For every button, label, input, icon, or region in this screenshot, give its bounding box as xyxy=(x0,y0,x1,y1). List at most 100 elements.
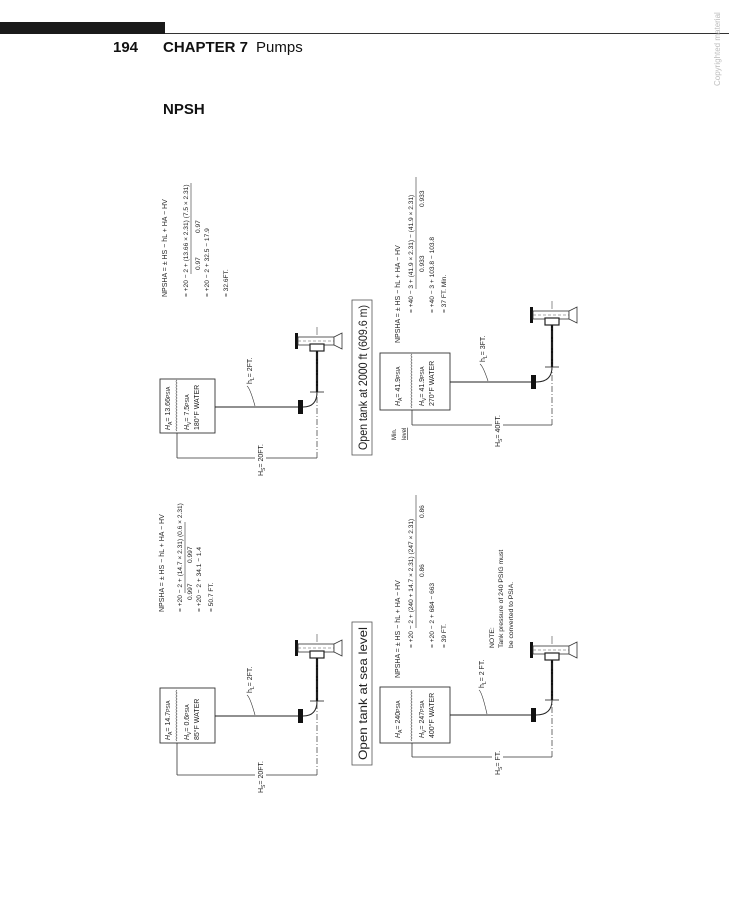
denominator: 0.97 xyxy=(195,220,202,233)
liquid-temperature-label: 270°F WATER xyxy=(428,361,436,406)
friction-loss-label: hL= 2 FT. xyxy=(479,660,488,688)
npsha-result: = 37 FT. Min. xyxy=(441,275,448,313)
subscript: A xyxy=(168,421,174,425)
pump-icon xyxy=(530,301,578,326)
running-header: 194 CHAPTER 7 Pumps xyxy=(113,39,303,56)
tank xyxy=(159,687,216,744)
vapor-pressure-label: HV= 41.9PSIA xyxy=(419,366,428,406)
liquid-temperature-label: 400°F WATER xyxy=(428,693,436,738)
npsha-formula: NPSHA = ± HS − hL + HA − HV xyxy=(395,245,402,343)
suction-head-label: HS= 40FT. xyxy=(495,415,504,447)
tank-pressure-label: HA= 240PSIA xyxy=(395,700,404,738)
subscript: S xyxy=(261,467,267,471)
symbol: h xyxy=(480,358,487,362)
note-text: be converted to PSIA. xyxy=(508,582,515,648)
unit: PSIA xyxy=(396,700,402,712)
subscript: S xyxy=(498,766,504,770)
npsha-substitution: = +20 − 2 + (240 + 14.7 × 2.31) (247 × 2… xyxy=(408,519,415,648)
suction-head-label: HS= 20FT. xyxy=(258,444,267,476)
symbol: H xyxy=(495,442,502,447)
elbow xyxy=(302,700,318,717)
symbol: h xyxy=(479,684,486,688)
pump-icon xyxy=(530,636,578,661)
unit: PSIA xyxy=(185,394,191,406)
liquid-surface xyxy=(410,353,413,409)
friction-loss-label: hL= 2FT. xyxy=(247,667,256,693)
liquid-surface xyxy=(175,689,178,742)
vapor-pressure-label: HV= 247PSIA xyxy=(419,700,428,738)
unit: PSIA xyxy=(166,386,172,398)
flange xyxy=(298,709,303,723)
tank xyxy=(159,378,216,434)
leader-arrow xyxy=(246,694,256,716)
symbol: H xyxy=(419,400,426,406)
denominator: 0.933 xyxy=(419,255,426,272)
subscript: S xyxy=(498,438,504,442)
npsha-formula: NPSHA = ± HS − hL + HA − HV xyxy=(162,199,169,297)
npsha-substitution: = +20 − 2 + (13.66 × 2.31) (7.5 × 2.31) xyxy=(183,184,190,297)
npsha-step: = +20 − 2 + 32.5 − 17.9 xyxy=(204,228,211,297)
min-level-label: level xyxy=(402,428,408,440)
diagram-title: Open tank at sea level xyxy=(356,627,370,760)
subscript: L xyxy=(483,355,489,358)
elbow xyxy=(302,391,318,408)
vapor-pressure-label: HV= 0.6PSIA xyxy=(184,704,193,740)
npsha-formula: NPSHA = ± HS − hL + HA − HV xyxy=(159,514,166,612)
subscript: V xyxy=(187,421,193,425)
value: = 41.9 xyxy=(419,378,426,398)
subscript: A xyxy=(398,397,404,401)
note-text: NOTE: xyxy=(489,627,496,648)
chapter-title: Pumps xyxy=(256,39,303,56)
subscript: S xyxy=(261,784,267,788)
value: = FT. xyxy=(495,751,502,767)
unit: PSIA xyxy=(396,366,402,378)
value: = 41.9 xyxy=(395,378,402,398)
value: = 240 xyxy=(395,712,402,730)
symbol: H xyxy=(165,424,172,430)
tank-pressure-label: HA= 14.7PSIA xyxy=(165,700,174,740)
npsha-step: = +40 − 3 + 103.8 − 103.8 xyxy=(429,237,436,313)
value: = 7.5 xyxy=(184,406,191,422)
tank xyxy=(379,686,451,744)
leader-arrow xyxy=(246,385,256,407)
suction-head-label: HS= 20FT. xyxy=(258,761,267,793)
vapor-pressure-label: HV= 7.5PSIA xyxy=(184,394,193,430)
flange xyxy=(531,375,536,389)
unit: PSIA xyxy=(420,700,426,712)
symbol: H xyxy=(258,788,265,793)
unit: PSIA xyxy=(420,366,426,378)
denominator: 0.997 xyxy=(187,583,194,600)
subscript: V xyxy=(187,731,193,735)
symbol: H xyxy=(495,770,502,775)
symbol: H xyxy=(165,734,172,740)
friction-loss-label: hL= 2FT. xyxy=(247,358,256,384)
flange xyxy=(531,708,536,722)
value: = 40FT. xyxy=(495,415,502,439)
unit: PSIA xyxy=(166,700,172,712)
suction-head-label: HS= FT. xyxy=(495,751,504,775)
value: = 20FT. xyxy=(258,761,265,785)
symbol: H xyxy=(184,734,191,740)
header-bar xyxy=(0,22,165,34)
tank xyxy=(379,352,451,411)
value: = 2 FT. xyxy=(479,660,486,682)
subscript: L xyxy=(482,681,488,684)
denominator: 0.86 xyxy=(419,564,426,577)
denominator: 0.97 xyxy=(195,257,202,270)
subscript: L xyxy=(250,686,256,689)
pump-icon xyxy=(295,327,343,352)
elbow xyxy=(535,699,553,716)
denominator: 0.933 xyxy=(419,190,426,207)
value: = 3FT. xyxy=(480,336,487,356)
liquid-surface xyxy=(175,379,178,432)
npsha-formula: NPSHA = ± HS − hL + HA − HV xyxy=(395,580,402,678)
title-box xyxy=(351,299,373,456)
flange xyxy=(298,400,303,414)
section-title: NPSH xyxy=(163,101,205,118)
subscript: L xyxy=(250,377,256,380)
subscript: A xyxy=(168,731,174,735)
